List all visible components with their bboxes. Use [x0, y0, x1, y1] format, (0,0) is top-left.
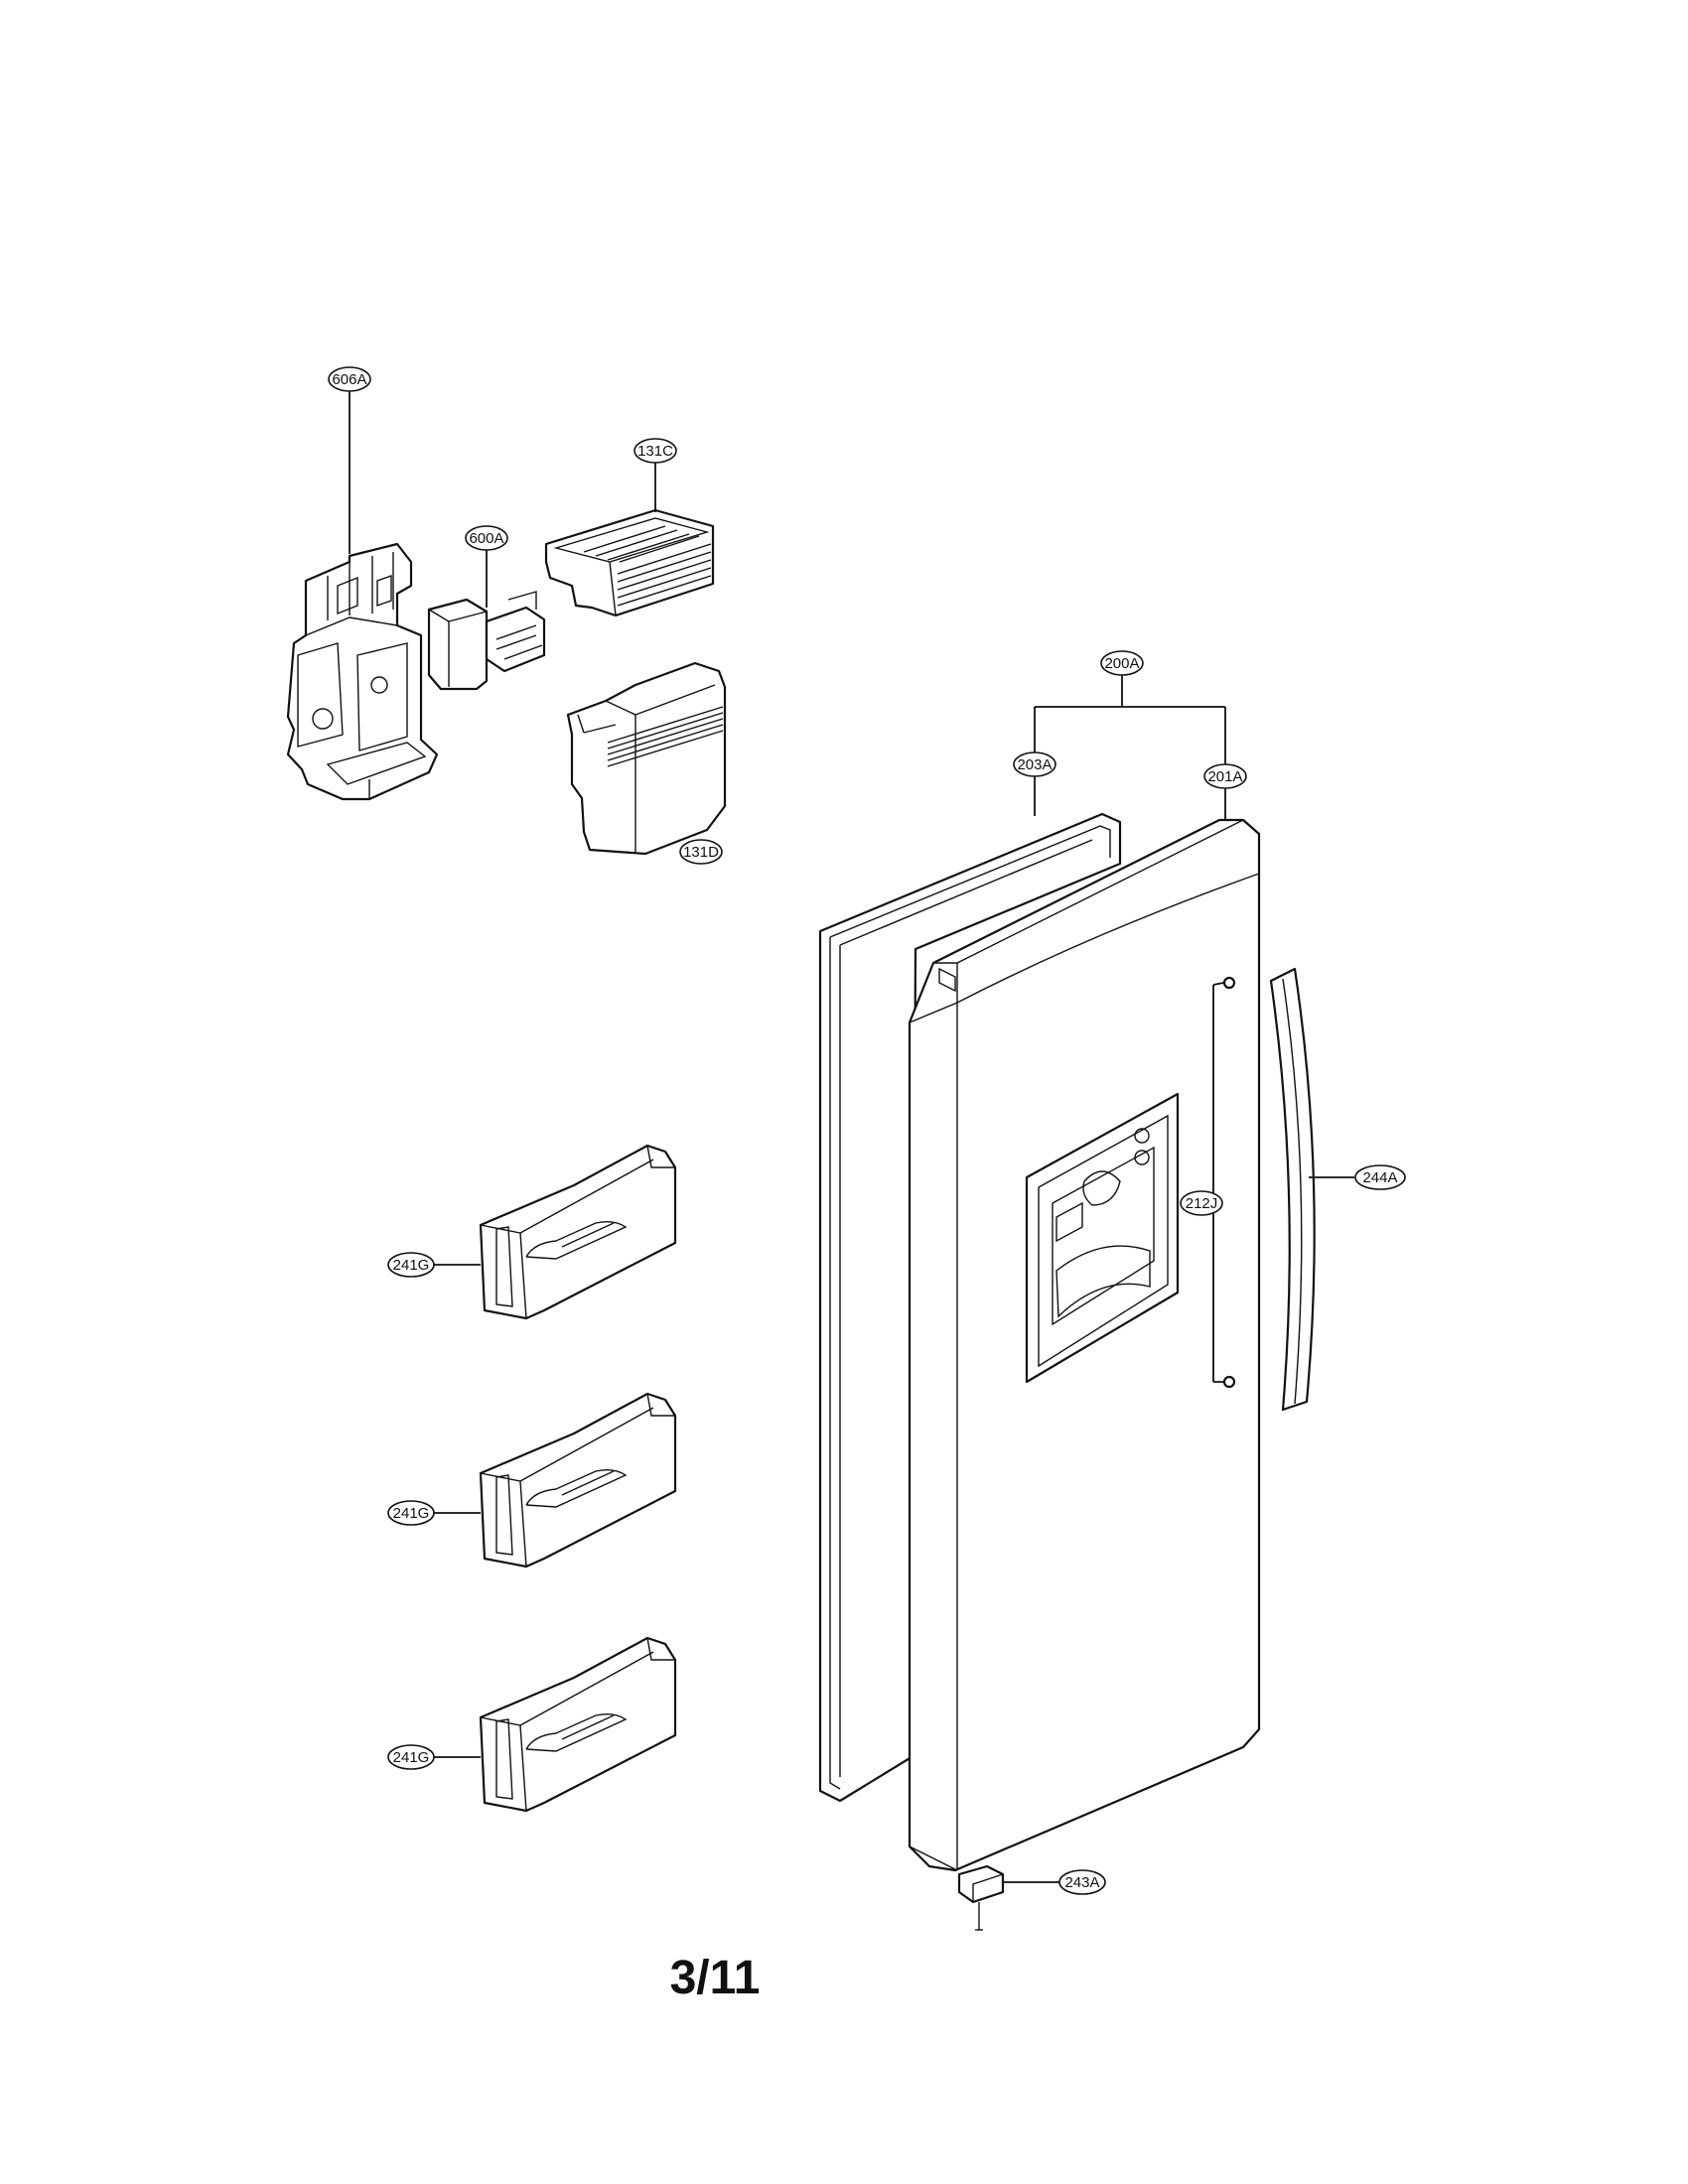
callout-241G-2-label: 241G: [393, 1505, 430, 1522]
callout-201A-label: 201A: [1207, 768, 1242, 785]
callout-131C: 131C: [633, 438, 677, 464]
callout-131D-label: 131D: [683, 844, 719, 861]
callout-244A-label: 244A: [1362, 1169, 1397, 1186]
callout-600A-label: 600A: [469, 530, 503, 547]
callout-241G-1-label: 241G: [393, 1257, 430, 1274]
part-241G-bin-3: [479, 1636, 677, 1813]
callout-241G-3: 241G: [387, 1744, 435, 1770]
part-241G-bin-1: [479, 1144, 677, 1320]
callout-200A: 200A: [1100, 650, 1144, 676]
callout-243A-label: 243A: [1064, 1874, 1099, 1891]
part-600A-motor: [427, 591, 546, 691]
part-244A-handle: [1269, 967, 1316, 1412]
callout-203A: 203A: [1013, 751, 1056, 777]
callout-212J-label: 212J: [1186, 1195, 1218, 1212]
callout-606A: 606A: [328, 366, 371, 392]
callout-212J: 212J: [1180, 1190, 1223, 1216]
part-243A-hinge: [957, 1864, 1005, 1931]
callout-200A-label: 200A: [1104, 655, 1139, 672]
part-201A-door: [908, 818, 1261, 1872]
callout-131D: 131D: [679, 839, 723, 865]
part-241G-bin-2: [479, 1392, 677, 1569]
page-number: 3/11: [669, 1952, 761, 2004]
part-212J-screws: [1222, 976, 1236, 1389]
part-131D-ice-bin: [566, 661, 727, 856]
part-606A-housing: [286, 542, 439, 801]
part-131C-cover: [544, 508, 715, 617]
callout-600A: 600A: [465, 525, 508, 551]
callout-201A: 201A: [1203, 763, 1247, 789]
callout-203A-label: 203A: [1017, 756, 1052, 773]
callout-243A: 243A: [1058, 1869, 1106, 1895]
callout-606A-label: 606A: [332, 371, 366, 388]
part-203A-gasket: [818, 812, 1122, 1803]
callout-241G-3-label: 241G: [393, 1749, 430, 1766]
callout-241G-2: 241G: [387, 1500, 435, 1526]
callout-241G-1: 241G: [387, 1252, 435, 1278]
callout-244A: 244A: [1354, 1164, 1406, 1190]
callout-131C-label: 131C: [637, 443, 673, 460]
